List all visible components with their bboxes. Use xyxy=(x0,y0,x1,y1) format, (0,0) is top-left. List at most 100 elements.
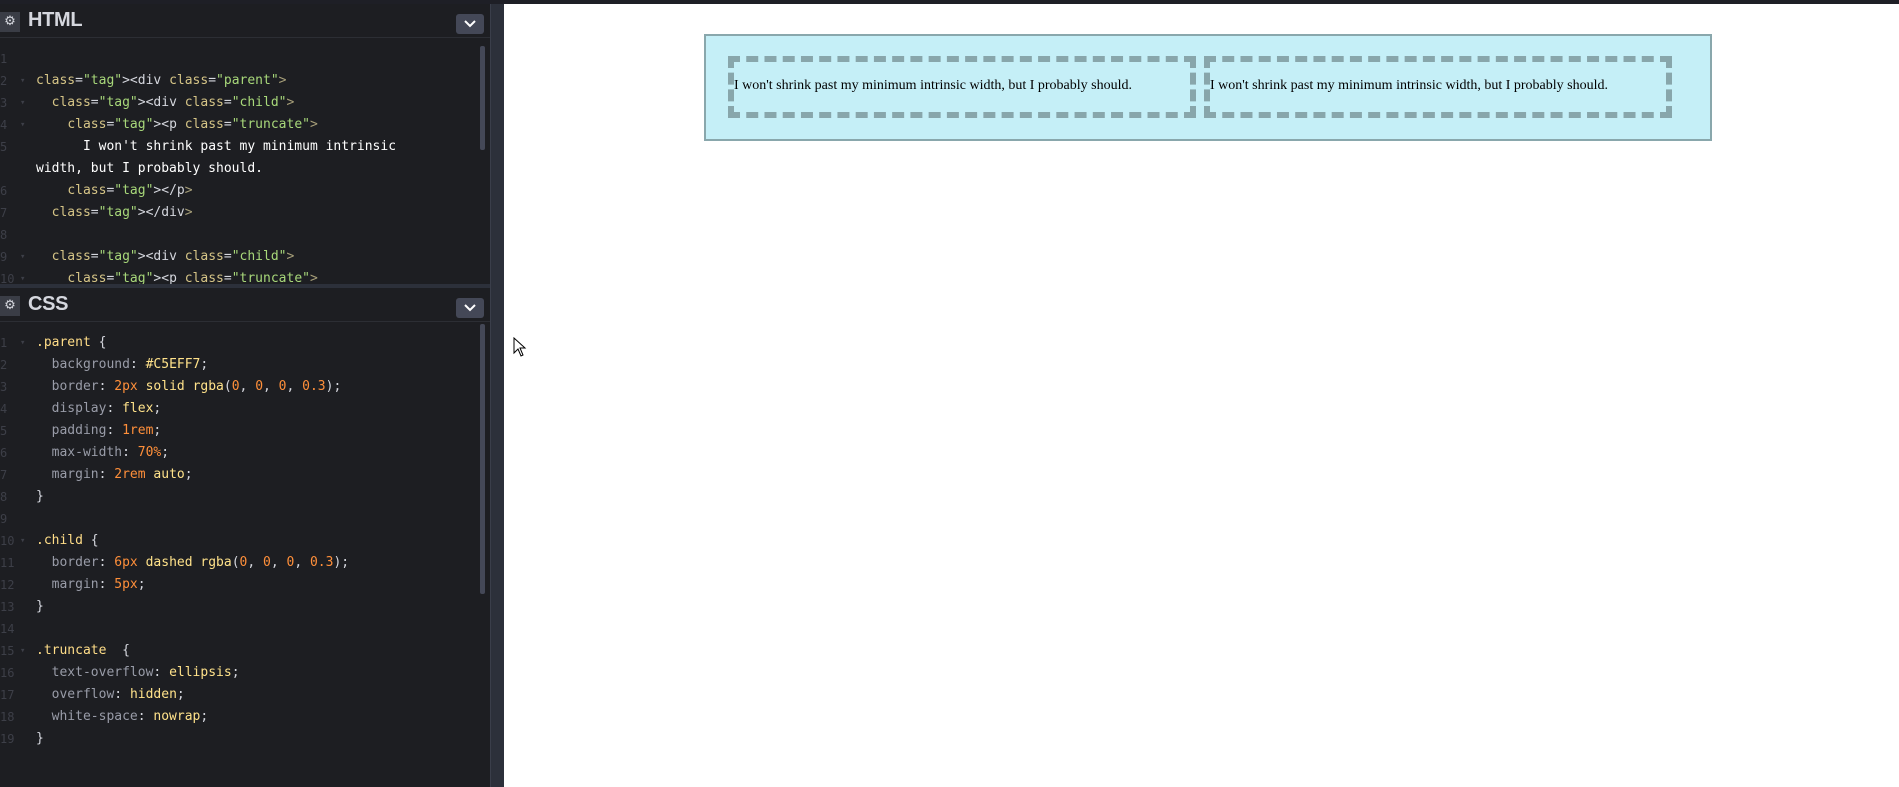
code-line[interactable]: 2 ▾ class="tag"><div class="parent"> xyxy=(0,70,480,92)
html-pane-header: ⚙ HTML xyxy=(0,4,490,38)
code-line[interactable]: 8} xyxy=(0,486,480,508)
chevron-down-icon xyxy=(464,304,476,312)
code-line[interactable]: 3 border: 2px solid rgba(0, 0, 0, 0.3); xyxy=(0,376,480,398)
code-line[interactable]: 7 class="tag"></div> xyxy=(0,202,480,224)
code-line[interactable]: 13} xyxy=(0,596,480,618)
code-line[interactable]: 10 ▾ .child { xyxy=(0,530,480,552)
code-text: overflow: hidden; xyxy=(51,687,185,702)
line-number: 18 xyxy=(0,710,15,724)
code-text: class="tag"><div class="child"> xyxy=(51,249,295,264)
chevron-down-icon xyxy=(464,20,476,28)
gear-icon[interactable]: ⚙ xyxy=(0,296,20,316)
top-border xyxy=(0,0,1899,4)
line-number: 5 xyxy=(0,424,8,438)
css-pane-header: ⚙ CSS xyxy=(0,288,490,322)
code-text: I won't shrink past my minimum intrinsic… xyxy=(36,139,404,176)
code-line[interactable]: 15▾.truncate { xyxy=(0,640,480,662)
code-text: .child { xyxy=(36,533,99,548)
line-number: 3 xyxy=(0,96,8,110)
code-text: border: 6px dashed rgba(0, 0, 0, 0.3); xyxy=(51,555,350,570)
fold-arrow-icon[interactable]: ▾ xyxy=(20,274,26,284)
gear-icon[interactable]: ⚙ xyxy=(0,12,20,32)
line-number: 5 xyxy=(0,140,8,154)
code-text: class="tag"><div class="parent"> xyxy=(36,73,287,88)
fold-arrow-icon[interactable]: ▾ xyxy=(20,338,26,348)
editor-resize-handle[interactable] xyxy=(490,4,504,787)
code-line[interactable]: 3 ▾ class="tag"><div class="child"> xyxy=(0,92,480,114)
mouse-pointer-icon xyxy=(513,337,527,357)
code-line[interactable]: 4 display: flex; xyxy=(0,398,480,420)
fold-arrow-icon[interactable]: ▾ xyxy=(20,536,26,546)
code-text: class="tag"><div class="child"> xyxy=(51,95,295,110)
code-line[interactable]: 9 ▾ class="tag"><div class="child"> xyxy=(0,246,480,268)
code-text: class="tag"><p class="truncate"> xyxy=(67,117,318,132)
code-line[interactable]: 2 background: #C5EFF7; xyxy=(0,354,480,376)
code-text: .parent { xyxy=(36,335,107,350)
code-line[interactable]: 6 max-width: 70%; xyxy=(0,442,480,464)
code-line[interactable]: 10 ▾ class="tag"><p class="truncate"> xyxy=(0,268,480,284)
code-line[interactable]: 1 xyxy=(0,48,480,70)
line-number: 4 xyxy=(0,118,8,132)
css-editor-scrollbar[interactable] xyxy=(480,324,485,594)
code-line[interactable]: 7 margin: 2rem auto; xyxy=(0,464,480,486)
code-line[interactable]: 5 I won't shrink past my minimum intrins… xyxy=(0,136,480,180)
code-line[interactable]: 9 xyxy=(0,508,480,530)
html-editor-scrollbar[interactable] xyxy=(480,46,485,150)
line-number: 10 xyxy=(0,272,15,284)
code-text: text-overflow: ellipsis; xyxy=(51,665,240,680)
code-text: } xyxy=(36,731,44,746)
line-number: 19 xyxy=(0,732,15,746)
result-preview: I won't shrink past my minimum intrinsic… xyxy=(504,4,1899,787)
line-number: 8 xyxy=(0,490,8,504)
truncated-text: I won't shrink past my minimum intrinsic… xyxy=(1210,78,1609,93)
css-code-editor[interactable]: 1▾.parent {2 background: #C5EFF7;3 borde… xyxy=(0,332,480,750)
fold-arrow-icon[interactable]: ▾ xyxy=(20,98,26,108)
line-number: 9 xyxy=(0,512,8,526)
code-line[interactable]: 5 padding: 1rem; xyxy=(0,420,480,442)
css-editor-pane: ⚙ CSS 1▾.parent {2 background: #C5EFF7;3… xyxy=(0,288,490,787)
line-number: 12 xyxy=(0,578,15,592)
truncated-text: I won't shrink past my minimum intrinsic… xyxy=(734,78,1133,93)
html-collapse-button[interactable] xyxy=(456,14,484,34)
fold-arrow-icon[interactable]: ▾ xyxy=(20,76,26,86)
line-number: 14 xyxy=(0,622,15,636)
line-number: 9 xyxy=(0,250,8,264)
code-text: border: 2px solid rgba(0, 0, 0, 0.3); xyxy=(51,379,342,394)
fold-arrow-icon[interactable]: ▾ xyxy=(20,252,26,262)
pane-divider[interactable] xyxy=(0,284,490,288)
line-number: 7 xyxy=(0,468,8,482)
line-number: 16 xyxy=(0,666,15,680)
line-number: 10 xyxy=(0,534,15,548)
html-editor-pane: ⚙ HTML 1 2 ▾ class="tag"><div class="parent… xyxy=(0,4,490,284)
code-line[interactable]: 1▾.parent { xyxy=(0,332,480,354)
line-number: 2 xyxy=(0,74,8,88)
css-collapse-button[interactable] xyxy=(456,298,484,318)
code-text: class="tag"><p class="truncate"> xyxy=(67,271,318,284)
code-text: class="tag"></div> xyxy=(51,205,193,220)
html-code-editor[interactable]: 1 2 ▾ class="tag"><div class="parent"> 3 ▾ cl… xyxy=(0,48,480,284)
line-number: 1 xyxy=(0,52,8,66)
code-line[interactable]: 18 white-space: nowrap; xyxy=(0,706,480,728)
code-line[interactable]: 16 text-overflow: ellipsis; xyxy=(0,662,480,684)
child-box: I won't shrink past my minimum intrinsic… xyxy=(728,56,1196,118)
line-number: 11 xyxy=(0,556,15,570)
code-line[interactable]: 4 ▾ class="tag"><p class="truncate"> xyxy=(0,114,480,136)
code-line[interactable]: 19} xyxy=(0,728,480,750)
line-number: 6 xyxy=(0,184,8,198)
code-line[interactable]: 14 xyxy=(0,618,480,640)
css-pane-title: CSS xyxy=(28,293,69,315)
fold-arrow-icon[interactable]: ▾ xyxy=(20,646,26,656)
code-line[interactable]: 12 margin: 5px; xyxy=(0,574,480,596)
code-text: white-space: nowrap; xyxy=(51,709,209,724)
code-text: } xyxy=(36,489,44,504)
fold-arrow-icon[interactable]: ▾ xyxy=(20,120,26,130)
code-line[interactable]: 6 class="tag"></p> xyxy=(0,180,480,202)
line-number: 13 xyxy=(0,600,15,614)
html-pane-title: HTML xyxy=(28,9,83,31)
line-number: 8 xyxy=(0,228,8,242)
code-line[interactable]: 11 border: 6px dashed rgba(0, 0, 0, 0.3)… xyxy=(0,552,480,574)
code-line[interactable]: 8 xyxy=(0,224,480,246)
code-text: } xyxy=(36,599,44,614)
code-line[interactable]: 17 overflow: hidden; xyxy=(0,684,480,706)
